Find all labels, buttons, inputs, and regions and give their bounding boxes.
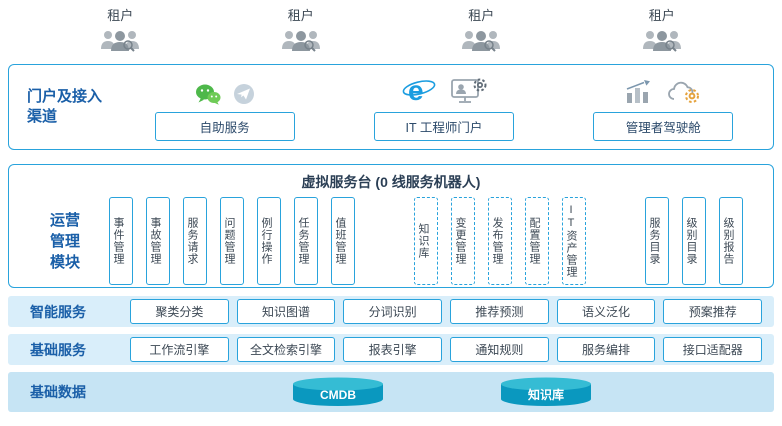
paper-plane-icon xyxy=(233,84,254,104)
tenant-label: 租户 xyxy=(287,8,314,23)
knowledge-base-database-label: 知识库 xyxy=(527,387,564,402)
module-box-task-mgmt: 任务管理 xyxy=(294,197,318,285)
engineer-desk-icon xyxy=(451,78,487,103)
basic-services-items: 工作流引擎 全文检索引擎 报表引擎 通知规则 服务编排 接口适配器 xyxy=(130,337,763,362)
band-item-fulltext-search-engine: 全文检索引擎 xyxy=(236,337,336,362)
cmdb-database-label: CMDB xyxy=(320,388,356,402)
portal-label-line: 门户及接入 xyxy=(27,87,103,105)
tenant-label: 租户 xyxy=(648,8,675,23)
operations-label-line: 运营 xyxy=(49,211,80,229)
module-box-routine-ops: 例行操作 xyxy=(257,197,281,285)
basic-services-label: 基础服务 xyxy=(30,341,86,358)
band-item-word-segmentation: 分词识别 xyxy=(343,299,443,324)
module-box-change-mgmt: 变更管理 xyxy=(451,197,475,285)
manager-cockpit-button: 管理者驾驶舱 xyxy=(593,112,734,141)
tenant: 租户 xyxy=(572,5,753,64)
band-item-interface-adapter: 接口适配器 xyxy=(663,337,763,362)
module-box-release-mgmt: 发布管理 xyxy=(488,197,512,285)
self-service-group: 自助服务 xyxy=(115,73,334,141)
tenant-users-icon xyxy=(101,31,140,52)
knowledge-base-database-icon: 知识库 xyxy=(501,377,591,406)
svg-text:e: e xyxy=(408,75,424,105)
tenant-label: 租户 xyxy=(107,8,134,23)
module-box-service-request: 服务请求 xyxy=(183,197,207,285)
self-service-button: 自助服务 xyxy=(154,112,295,141)
tenant: 租户 xyxy=(391,5,572,64)
intelligent-services-items: 聚类分类 知识图谱 分词识别 推荐预测 语义泛化 预案推荐 xyxy=(130,299,763,324)
self-service-icons xyxy=(195,73,255,105)
module-box-config-mgmt: 配置管理 xyxy=(525,197,549,285)
operations-label-line: 管理 xyxy=(49,232,80,250)
tenant-users-icon xyxy=(642,31,681,52)
basic-data-items: CMDB 知识库 xyxy=(130,376,762,408)
intelligent-services-band: 智能服务 聚类分类 知识图谱 分词识别 推荐预测 语义泛化 预案推荐 xyxy=(8,296,774,327)
virtual-service-desk-title: 虚拟服务台 (0 线服务机器人) xyxy=(301,174,481,190)
manager-cockpit-icons xyxy=(624,73,702,105)
cmdb-database-icon: CMDB xyxy=(293,377,383,406)
band-item-report-engine: 报表引擎 xyxy=(343,337,443,362)
portal-section-label: 门户及接入 渠道 xyxy=(9,87,115,128)
it-engineer-portal-button: IT 工程师门户 xyxy=(373,112,514,141)
operations-section-label: 运营 管理 模块 xyxy=(21,210,109,273)
band-item-workflow-engine: 工作流引擎 xyxy=(130,337,229,362)
it-engineer-icons: e xyxy=(401,73,487,105)
band-item-clustering: 聚类分类 xyxy=(130,299,229,324)
tenant: 租户 xyxy=(30,5,211,64)
module-box-problem-mgmt: 问题管理 xyxy=(220,197,244,285)
module-box-level-report: 级别报告 xyxy=(719,197,743,285)
module-box-knowledge-base: 知识库 xyxy=(414,197,438,285)
module-box-service-catalog: 服务目录 xyxy=(645,197,669,285)
wechat-icon xyxy=(195,84,221,105)
it-engineer-portal-group: e IT 工程师门户 xyxy=(334,73,553,141)
module-box-duty-mgmt: 值班管理 xyxy=(331,197,355,285)
tenant-label: 租户 xyxy=(468,8,495,23)
band-item-service-orchestration: 服务编排 xyxy=(556,337,656,362)
tenant-users-icon xyxy=(281,31,320,52)
basic-services-band: 基础服务 工作流引擎 全文检索引擎 报表引擎 通知规则 服务编排 接口适配器 xyxy=(8,334,774,365)
module-box-event-mgmt: 事件管理 xyxy=(109,197,133,285)
module-box-level-catalog: 级别目录 xyxy=(682,197,706,285)
portal-groups: 自助服务 e xyxy=(115,73,773,141)
module-row: 事件管理 事故管理 服务请求 问题管理 例行操作 任务管理 值班管理 知识库 变… xyxy=(109,197,743,285)
tenant-users-icon xyxy=(462,31,501,52)
band-item-recommend-predict: 推荐预测 xyxy=(450,299,549,324)
portal-section: 门户及接入 渠道 xyxy=(8,64,774,150)
cloud-gear-icon xyxy=(668,81,700,103)
tenant-row: 租户 租户 租户 xyxy=(0,0,782,64)
operations-label-line: 模块 xyxy=(49,253,80,271)
band-item-knowledge-graph: 知识图谱 xyxy=(236,299,336,324)
operations-section: 虚拟服务台 (0 线服务机器人) 运营 管理 模块 事件管理 事故管理 服务请求… xyxy=(8,164,774,288)
band-item-notification-rules: 通知规则 xyxy=(450,337,549,362)
basic-data-band: 基础数据 CMDB 知识库 xyxy=(8,372,774,412)
band-item-plan-recommendation: 预案推荐 xyxy=(663,299,763,324)
basic-data-label: 基础数据 xyxy=(30,384,86,400)
module-box-it-asset-mgmt: IT资产管理 xyxy=(562,197,586,285)
band-item-semantic-generalization: 语义泛化 xyxy=(556,299,656,324)
operations-body: 运营 管理 模块 事件管理 事故管理 服务请求 问题管理 例行操作 任务管理 值… xyxy=(21,197,761,285)
bar-chart-icon xyxy=(627,80,651,103)
ie-browser-icon: e xyxy=(402,75,436,105)
intelligent-services-label: 智能服务 xyxy=(30,303,86,320)
portal-label-line: 渠道 xyxy=(27,108,58,125)
module-box-incident-mgmt: 事故管理 xyxy=(146,197,170,285)
manager-cockpit-group: 管理者驾驶舱 xyxy=(554,73,773,141)
tenant: 租户 xyxy=(211,5,392,64)
